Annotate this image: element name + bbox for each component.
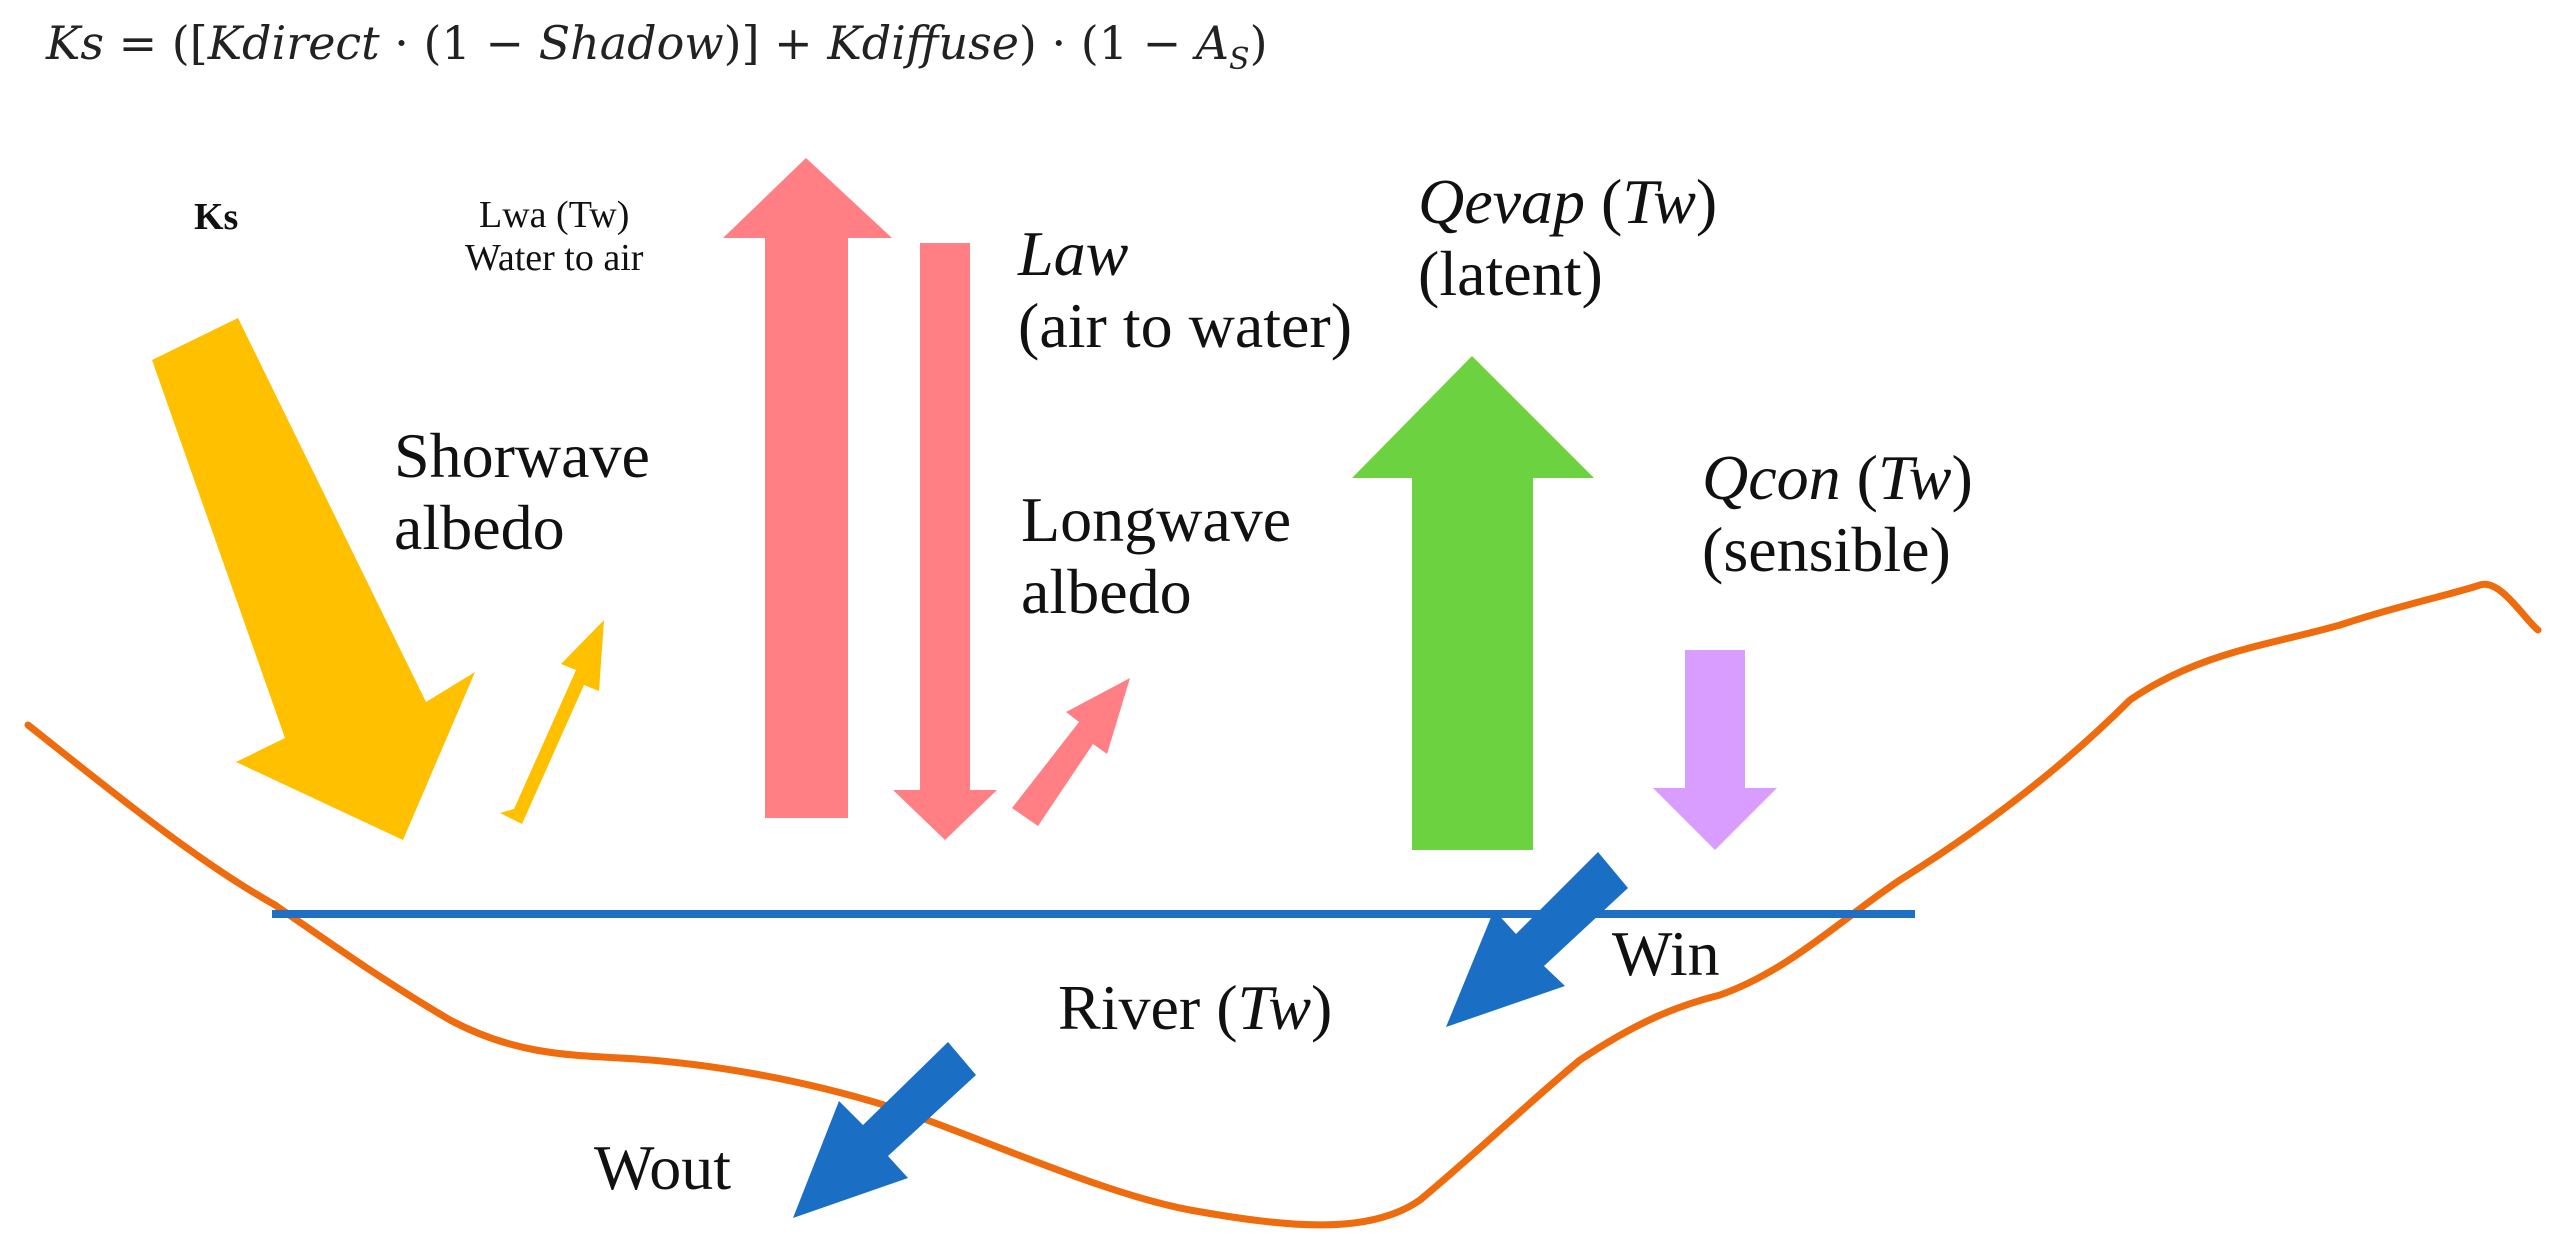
- riverbed-line: [24, 580, 2542, 1229]
- river-label: River (Tw): [1058, 972, 1333, 1043]
- qevap-tw: Tw: [1622, 166, 1696, 237]
- longwave-water-to-air-arrow: [723, 158, 892, 818]
- win-label: Win: [1612, 918, 1720, 989]
- eq-plus: +: [774, 16, 813, 70]
- water-inflow-arrow: [1446, 852, 1628, 1027]
- eq-open-bracket: ([: [171, 16, 208, 70]
- eq-one-minus-2: (1 −: [1080, 16, 1182, 70]
- shortwave-albedo-arrow: [500, 620, 604, 824]
- eq-albedo-subscript: S: [1229, 42, 1250, 78]
- qcon-name: Qcon: [1702, 442, 1841, 513]
- eq-equals: =: [118, 16, 158, 70]
- longwave-albedo-arrow: [1012, 678, 1130, 826]
- eq-close-paren-2: ): [1249, 16, 1268, 70]
- qevap-name: Qevap: [1418, 166, 1586, 237]
- law-title: Law: [1018, 218, 1129, 289]
- eq-albedo-symbol: A: [1195, 16, 1229, 70]
- qcon-sub: (sensible): [1702, 513, 1951, 585]
- eq-shadow: Shadow: [538, 16, 724, 70]
- water-outflow-arrow: [793, 1042, 976, 1218]
- eq-close-bracket: )]: [723, 16, 760, 70]
- lwa-label: Lwa (Tw) Water to air: [465, 194, 643, 279]
- lwa-label-line2: Water to air: [465, 236, 644, 279]
- river-name: River: [1058, 972, 1201, 1043]
- qevap-sub: (latent): [1418, 237, 1603, 309]
- eq-kdirect: Kdirect: [207, 16, 380, 70]
- lwa-label-line1: Lwa (Tw): [479, 194, 630, 236]
- wout-label: Wout: [594, 1132, 732, 1203]
- eq-kdiffuse: Kdiffuse: [827, 16, 1019, 70]
- longwave-albedo-line1: Longwave: [1021, 484, 1292, 555]
- eq-one-minus-1: (1 −: [423, 16, 524, 70]
- shortwave-incoming-arrow: [152, 318, 475, 840]
- longwave-albedo-label: Longwave albedo: [1021, 484, 1291, 627]
- shortwave-albedo-line2: albedo: [394, 491, 565, 563]
- shortwave-equation: Ks = ([Kdirect · (1 − Shadow)] + Kdiffus…: [46, 16, 1268, 78]
- ks-label: Ks: [194, 196, 239, 238]
- longwave-air-to-water-arrow: [893, 243, 997, 840]
- eq-close-paren: ): [1018, 16, 1037, 70]
- eq-dot-2: ·: [1051, 16, 1067, 70]
- shortwave-albedo-line1: Shorwave: [394, 420, 650, 491]
- latent-heat-arrow: [1352, 356, 1594, 850]
- qcon-label: Qcon (Tw) (sensible): [1702, 442, 1973, 585]
- eq-lhs: Ks: [46, 16, 104, 70]
- shortwave-albedo-label: Shorwave albedo: [394, 420, 650, 563]
- river-tw: Tw: [1237, 972, 1312, 1043]
- law-label: Law (air to water): [1018, 218, 1352, 361]
- qcon-tw: Tw: [1877, 442, 1952, 513]
- longwave-albedo-line2: albedo: [1021, 555, 1192, 627]
- eq-dot-1: ·: [394, 16, 409, 70]
- law-subtitle: (air to water): [1018, 289, 1353, 361]
- sensible-heat-arrow: [1653, 650, 1777, 850]
- qevap-label: Qevap (Tw) (latent): [1418, 166, 1718, 309]
